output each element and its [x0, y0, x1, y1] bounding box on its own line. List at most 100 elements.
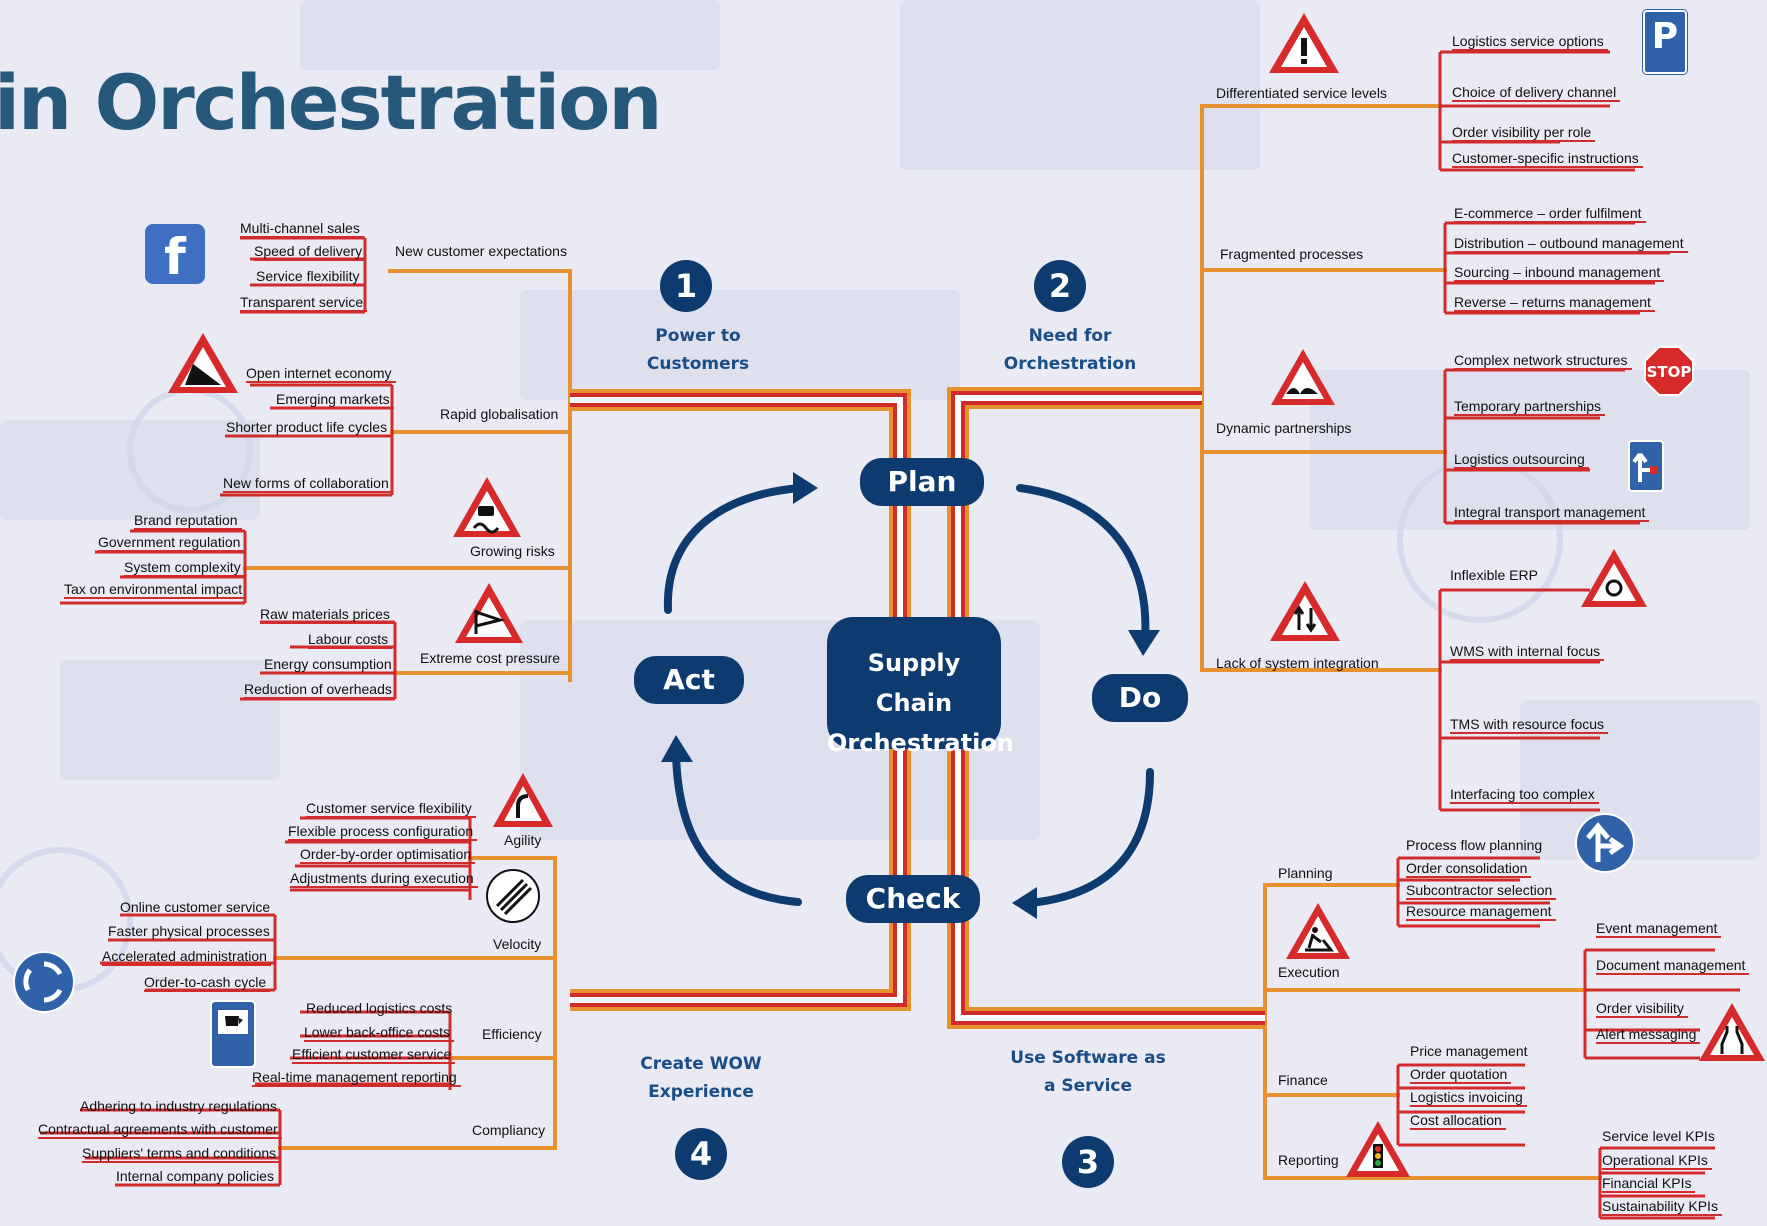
cycle-plan: Plan	[860, 458, 984, 506]
leaf-label: Raw materials prices	[260, 606, 394, 624]
leaf-label: Subcontractor selection	[1406, 882, 1557, 900]
leaf-label: Inflexible ERP	[1450, 567, 1538, 583]
direction-sign-icon	[1575, 813, 1635, 873]
leaf-label: Sustainability KPIs	[1602, 1198, 1722, 1216]
branch-label: Agility	[504, 832, 542, 848]
leaf-label: Speed of delivery	[254, 243, 367, 261]
leaf-label: Efficient customer service	[292, 1046, 456, 1064]
leaf-label: Order visibility	[1596, 1000, 1688, 1018]
leaf-label: Reverse – returns management	[1454, 294, 1655, 312]
leaf-label: Reduction of overheads	[244, 681, 396, 699]
leaf-label: System complexity	[124, 559, 245, 577]
leaf-label: Price management	[1410, 1043, 1528, 1059]
leaf-label: Document management	[1596, 957, 1750, 975]
branch-label: Growing risks	[470, 543, 555, 559]
one-way-sign-icon	[1628, 440, 1664, 492]
leaf-label: Logistics service options	[1452, 33, 1608, 51]
leaf-label: Integral transport management	[1454, 504, 1650, 522]
leaf-label: Suppliers' terms and conditions	[82, 1145, 281, 1163]
leaf-label: Financial KPIs	[1602, 1175, 1696, 1193]
roundabout-warning-icon	[1581, 549, 1647, 607]
roadworks-warning-icon	[1286, 903, 1350, 959]
leaf-label: Temporary partnerships	[1454, 398, 1606, 416]
cycle-do: Do	[1092, 674, 1188, 722]
leaf-label: Process flow planning	[1406, 837, 1543, 853]
leaf-label: Cost allocation	[1410, 1112, 1506, 1130]
leaf-label: Adjustments during execution	[290, 870, 478, 888]
leaf-label: Interfacing too complex	[1450, 786, 1599, 804]
leaf-label: Customer-specific instructions	[1452, 150, 1643, 168]
bend-warning-icon	[493, 773, 553, 827]
exclamation-warning-icon	[1269, 13, 1339, 73]
leaf-label: TMS with resource focus	[1450, 716, 1609, 734]
branch-label: Compliancy	[472, 1122, 546, 1138]
leaf-label: Order visibility per role	[1452, 124, 1596, 142]
traffic-light-warning-icon	[1346, 1121, 1410, 1177]
leaf-label: Sourcing – inbound management	[1454, 264, 1665, 282]
leaf-label: WMS with internal focus	[1450, 643, 1605, 661]
center-title-line1: Supply Chain	[867, 649, 961, 717]
leaf-label: Order-by-order optimisation	[300, 846, 476, 864]
center-node: Supply Chain Orchestration	[827, 617, 1014, 757]
leaf-label: Online customer service	[120, 899, 271, 915]
branch-label: Finance	[1278, 1072, 1328, 1088]
leaf-label: Alert messaging	[1596, 1026, 1701, 1044]
branch-label: Dynamic partnerships	[1216, 420, 1352, 436]
leaf-label: Government regulation	[98, 534, 245, 552]
leaf-label: Distribution – outbound management	[1454, 235, 1688, 253]
leaf-label: Order consolidation	[1406, 860, 1532, 878]
leaf-label: Open internet economy	[246, 365, 396, 383]
branch-label: New customer expectations	[395, 243, 567, 259]
two-way-traffic-warning-icon	[1270, 581, 1340, 641]
leaf-label: Accelerated administration	[102, 948, 271, 966]
coffee-sign-icon	[210, 1000, 256, 1068]
svg-text:STOP: STOP	[1647, 363, 1692, 381]
leaf-label: Brand reputation	[134, 512, 242, 530]
cycle-check: Check	[846, 875, 980, 923]
leaf-label: Choice of delivery channel	[1452, 84, 1621, 102]
leaf-label: Labour costs	[308, 631, 393, 649]
leaf-label: Flexible process configuration	[288, 823, 478, 841]
bumpy-road-warning-icon	[1271, 349, 1335, 405]
leaf-label: Multi-channel sales	[240, 220, 364, 238]
leaf-label: Reduced logistics costs	[306, 1000, 453, 1016]
leaf-label: Internal company policies	[116, 1168, 278, 1186]
leaf-label: Logistics invoicing	[1410, 1089, 1527, 1107]
road-narrows-warning-icon	[1699, 1003, 1765, 1061]
leaf-label: Lower back-office costs	[304, 1024, 455, 1042]
leaf-label: Logistics outsourcing	[1454, 451, 1589, 469]
quadrant-1-number: 1	[660, 260, 712, 312]
slippery-road-warning-icon	[453, 477, 521, 537]
cycle-act: Act	[634, 656, 744, 704]
leaf-label: Order quotation	[1410, 1066, 1512, 1084]
leaf-label: Contractual agreements with customer	[38, 1121, 282, 1139]
end-restriction-sign-icon	[486, 869, 540, 923]
branch-label: Fragmented processes	[1220, 246, 1364, 262]
parking-sign-icon: P	[1643, 10, 1687, 74]
leaf-label: Customer service flexibility	[306, 800, 476, 818]
facebook-icon: f	[145, 224, 205, 286]
quadrant-3-number: 3	[1062, 1136, 1114, 1188]
branch-label: Rapid globalisation	[440, 406, 559, 422]
page-title: in Orchestration	[0, 58, 662, 147]
leaf-label: Operational KPIs	[1602, 1152, 1712, 1170]
steep-hill-warning-icon	[168, 333, 238, 393]
leaf-label: Service level KPIs	[1602, 1128, 1715, 1144]
branch-label: Planning	[1278, 865, 1333, 881]
leaf-label: Emerging markets	[276, 391, 394, 409]
branch-label: Lack of system integration	[1216, 655, 1379, 671]
branch-label: Differentiated service levels	[1216, 85, 1387, 101]
quadrant-4-number: 4	[675, 1128, 727, 1180]
leaf-label: Shorter product life cycles	[226, 419, 392, 437]
leaf-label: Faster physical processes	[108, 923, 274, 941]
stop-sign-icon: STOP	[1644, 346, 1694, 396]
leaf-label: New forms of collaboration	[223, 475, 393, 493]
leaf-label: Event management	[1596, 920, 1722, 938]
branch-label: Execution	[1278, 964, 1340, 980]
crosswind-warning-icon	[455, 583, 523, 643]
